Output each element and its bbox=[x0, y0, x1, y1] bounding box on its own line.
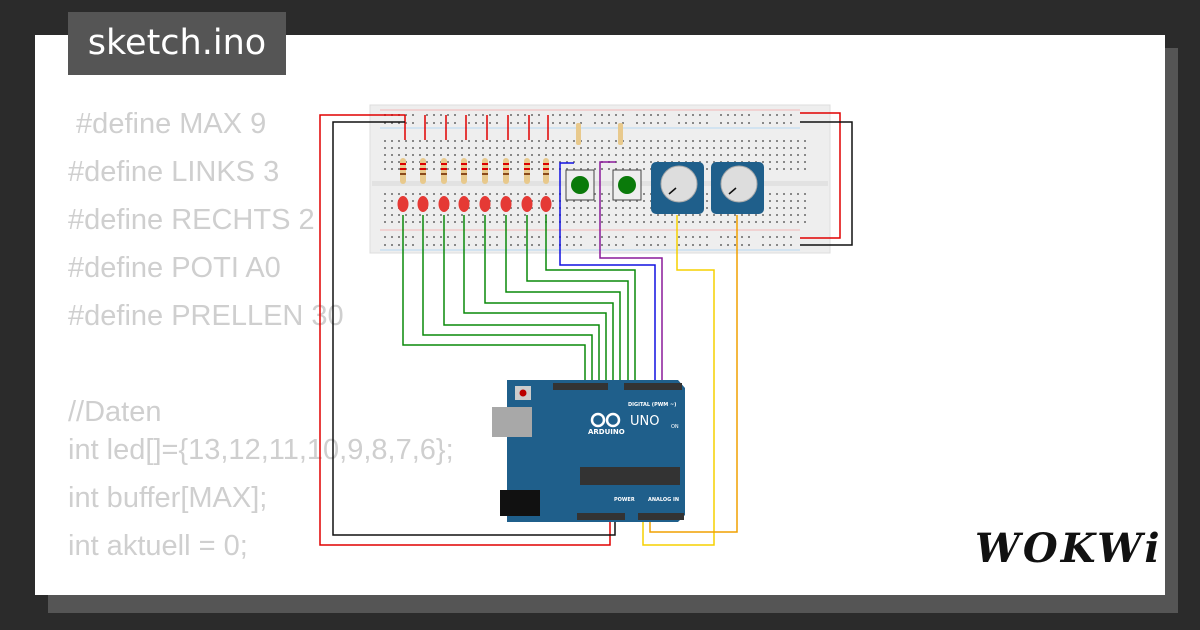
power-label: POWER bbox=[614, 497, 635, 503]
code-line: #define MAX 9 bbox=[68, 108, 267, 140]
led-5 bbox=[479, 196, 491, 212]
atmega-chip bbox=[580, 467, 680, 485]
resistor-band bbox=[503, 173, 509, 175]
resistor-3 bbox=[441, 158, 447, 184]
resistor-band bbox=[482, 173, 488, 175]
resistor-6 bbox=[503, 158, 509, 184]
resistor-4 bbox=[461, 158, 467, 184]
wire-led-4 bbox=[463, 215, 607, 383]
resistor-band bbox=[461, 173, 467, 175]
arduino-model: UNO bbox=[630, 414, 659, 429]
resistor-band bbox=[420, 173, 426, 175]
wire-led-6 bbox=[505, 215, 621, 383]
wire-pot-left bbox=[642, 215, 715, 546]
wire-led-3 bbox=[443, 215, 600, 383]
pushbutton-cap-1 bbox=[571, 176, 589, 194]
wire-5v bbox=[319, 114, 611, 546]
digital-header-2 bbox=[624, 383, 682, 390]
resistor-band bbox=[461, 163, 467, 165]
resistor-band bbox=[400, 163, 406, 165]
code-line: int aktuell = 0; bbox=[68, 530, 248, 562]
wire-button-left bbox=[559, 162, 656, 383]
code-line: //Daten bbox=[68, 396, 162, 428]
potentiometer-knob-2 bbox=[720, 165, 758, 203]
resistor-band bbox=[543, 163, 549, 165]
pullup-resistor-1 bbox=[576, 123, 581, 145]
resistor-1 bbox=[400, 158, 406, 184]
pullup-resistor-2 bbox=[618, 123, 623, 145]
resistor-band bbox=[482, 168, 488, 170]
resistor-band bbox=[461, 168, 467, 170]
resistor-band bbox=[441, 173, 447, 175]
arduino-uno[interactable]: DIGITAL (PWM ~) ARDUINO UNO ON POWER ANA… bbox=[492, 380, 685, 522]
led-2 bbox=[417, 196, 429, 212]
wire-pot-right bbox=[649, 215, 738, 533]
resistor-band bbox=[400, 168, 406, 170]
potentiometer-indicator bbox=[668, 187, 677, 195]
code-line: #define PRELLEN 30 bbox=[68, 300, 344, 332]
code-line: int buffer[MAX]; bbox=[68, 482, 268, 514]
power-header bbox=[577, 513, 625, 520]
led-4 bbox=[458, 196, 470, 212]
analog-label: ANALOG IN bbox=[648, 497, 679, 503]
code-line: int led[]={13,12,11,10,9,8,7,6}; bbox=[68, 434, 454, 466]
infinity-logo-icon bbox=[590, 412, 621, 428]
wire-rail-gnd bbox=[800, 121, 853, 246]
led-1 bbox=[397, 196, 409, 212]
code-line: #define LINKS 3 bbox=[68, 156, 280, 188]
resistor-band bbox=[503, 163, 509, 165]
code-line: #define POTI A0 bbox=[68, 252, 281, 284]
pushbutton-cap-2 bbox=[618, 176, 636, 194]
code-line: #define RECHTS 2 bbox=[68, 204, 315, 236]
wokwi-logo: WOKWi bbox=[975, 525, 1163, 572]
resistor-band bbox=[503, 168, 509, 170]
analog-header bbox=[638, 513, 684, 520]
resistor-band bbox=[400, 173, 406, 175]
resistor-2 bbox=[420, 158, 426, 184]
wire-led-8 bbox=[545, 215, 636, 383]
resistor-band bbox=[524, 168, 530, 170]
resistor-band bbox=[543, 173, 549, 175]
wire-gnd bbox=[332, 121, 616, 536]
wire-rail-vcc bbox=[800, 112, 841, 239]
arduino-brand: ARDUINO bbox=[588, 428, 625, 436]
wire-led-1 bbox=[402, 215, 586, 383]
led-3 bbox=[438, 196, 450, 212]
wire-led-5 bbox=[484, 215, 614, 383]
usb-port bbox=[492, 407, 532, 437]
resistor-band bbox=[420, 163, 426, 165]
wire-led-7 bbox=[526, 215, 629, 383]
digital-label: DIGITAL (PWM ~) bbox=[628, 402, 676, 408]
potentiometer-knob-1 bbox=[660, 165, 698, 203]
resistor-band bbox=[482, 163, 488, 165]
reset-button-cap bbox=[519, 389, 527, 397]
resistor-band bbox=[420, 168, 426, 170]
resistor-band bbox=[524, 163, 530, 165]
resistor-band bbox=[441, 163, 447, 165]
resistor-band bbox=[543, 168, 549, 170]
wire-button-right bbox=[599, 161, 663, 383]
resistor-band bbox=[441, 168, 447, 170]
resistor-8 bbox=[543, 158, 549, 184]
led-6 bbox=[500, 196, 512, 212]
resistor-band bbox=[524, 173, 530, 175]
potentiometer-indicator bbox=[728, 187, 737, 195]
sketch-title: sketch.ino bbox=[68, 12, 286, 75]
resistor-7 bbox=[524, 158, 530, 184]
breadboard-holes bbox=[384, 114, 806, 246]
wire-led-2 bbox=[422, 215, 593, 383]
digital-header-1 bbox=[553, 383, 608, 390]
on-label: ON bbox=[671, 424, 679, 430]
power-jack bbox=[500, 490, 540, 516]
led-7 bbox=[521, 196, 533, 212]
resistor-5 bbox=[482, 158, 488, 184]
led-8 bbox=[540, 196, 552, 212]
